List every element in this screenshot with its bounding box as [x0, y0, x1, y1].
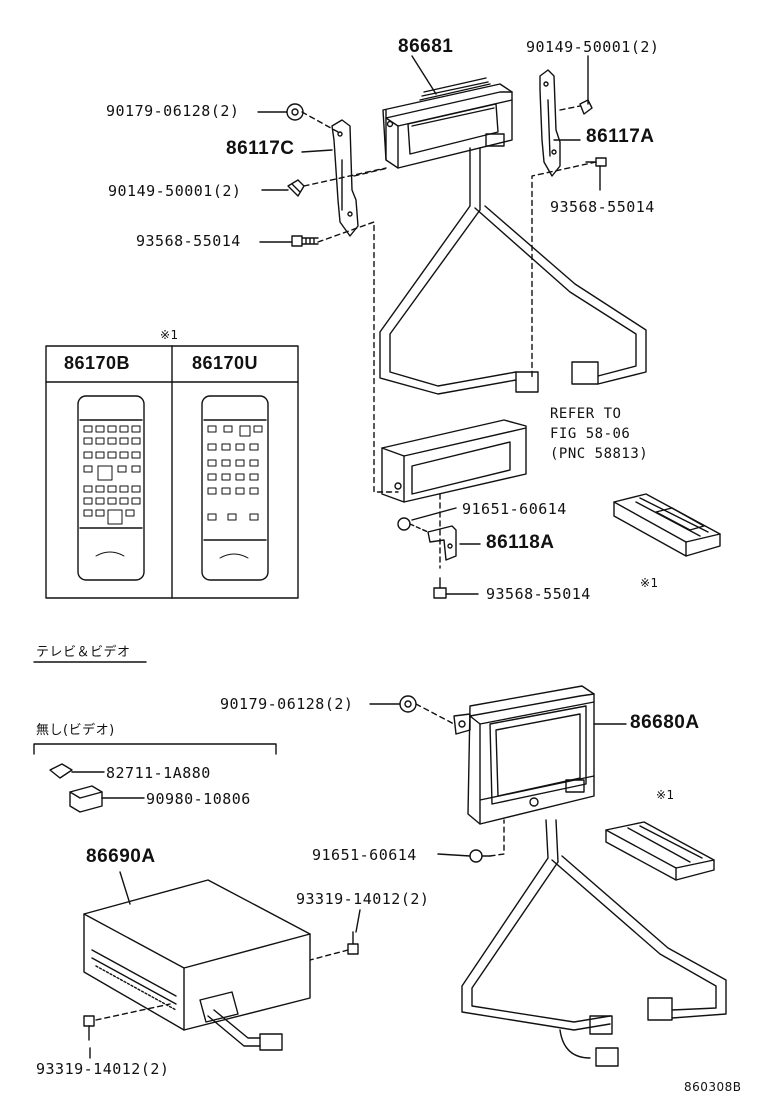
label-86690A: 86690A — [86, 846, 156, 867]
box-86690A — [83, 879, 311, 1031]
remote-top-right — [613, 493, 721, 557]
connector-90980 — [69, 785, 103, 813]
screw-93568-bottom — [433, 577, 447, 599]
display-unit-86680A — [453, 685, 595, 825]
dashed-leaders-bottom — [95, 703, 505, 1021]
bracket-86117A — [539, 69, 561, 177]
label-93568-left: 93568-55014 — [136, 232, 241, 250]
label-86680A: 86680A — [630, 712, 700, 733]
cable-harness-bottom — [461, 819, 727, 1067]
label-leaders-top — [257, 55, 601, 595]
clip-90149-left — [287, 179, 305, 197]
clip-82711 — [49, 763, 73, 779]
figure-code: 860308B — [684, 1080, 742, 1094]
nut-90179-top — [286, 103, 304, 121]
label-91651-top: 91651-60614 — [462, 500, 567, 518]
screw-93319-right — [347, 931, 359, 955]
cable-harness-top — [379, 147, 647, 395]
label-86681: 86681 — [398, 36, 454, 57]
screw-93568-left — [291, 235, 319, 247]
label-leaders-bottom — [71, 703, 627, 1059]
refer-line-2: FIG 58-06 — [550, 426, 631, 442]
label-86118A: 86118A — [486, 532, 555, 553]
section-bracket-no-video — [33, 743, 277, 755]
remote-box — [45, 345, 299, 599]
label-93319-right: 93319-14012(2) — [296, 890, 430, 908]
refer-line-1: REFER TO — [550, 406, 622, 422]
remote-box-note: ※1 — [160, 328, 179, 342]
note-remote-bottom: ※1 — [656, 788, 675, 802]
screw-93319-bottom — [83, 1015, 95, 1041]
label-93568-right-top: 93568-55014 — [550, 198, 655, 216]
label-90149-top-right: 90149-50001(2) — [526, 38, 660, 56]
label-93568-bottom: 93568-55014 — [486, 585, 591, 603]
label-82711: 82711-1A880 — [106, 764, 211, 782]
label-90179-top: 90179-06128(2) — [106, 102, 240, 120]
label-90980: 90980-10806 — [146, 790, 251, 808]
remote-col-86170B: 86170B — [64, 353, 131, 373]
label-93319-bottom: 93319-14012(2) — [36, 1060, 170, 1078]
dashed-leaders-top — [301, 105, 597, 569]
label-90149-left: 90149-50001(2) — [108, 182, 242, 200]
label-91651-bottom: 91651-60614 — [312, 846, 417, 864]
remote-86170B — [77, 395, 145, 581]
display-unit-86681 — [382, 77, 513, 169]
section-no-video: 無し(ビデオ) — [36, 723, 115, 738]
note-remote-top: ※1 — [640, 576, 659, 590]
bracket-86117C — [331, 119, 359, 237]
remote-bottom-right — [605, 821, 715, 881]
clip-90149-right — [579, 99, 593, 115]
remote-col-86170U: 86170U — [192, 353, 259, 373]
remote-86170U — [201, 395, 269, 581]
section-tv-video: テレビ＆ビデオ — [36, 645, 131, 660]
nut-91651-bottom — [469, 849, 491, 863]
nut-91651-top — [397, 517, 429, 533]
refer-line-3: (PNC 58813) — [550, 446, 649, 462]
nut-90179-bottom — [399, 695, 417, 713]
clip-86118A — [427, 525, 457, 561]
box-cable — [207, 1009, 283, 1051]
label-86117C: 86117C — [226, 138, 295, 159]
label-86117A: 86117A — [586, 126, 655, 147]
label-90179-bottom: 90179-06128(2) — [220, 695, 354, 713]
tray-bracket — [381, 419, 527, 503]
